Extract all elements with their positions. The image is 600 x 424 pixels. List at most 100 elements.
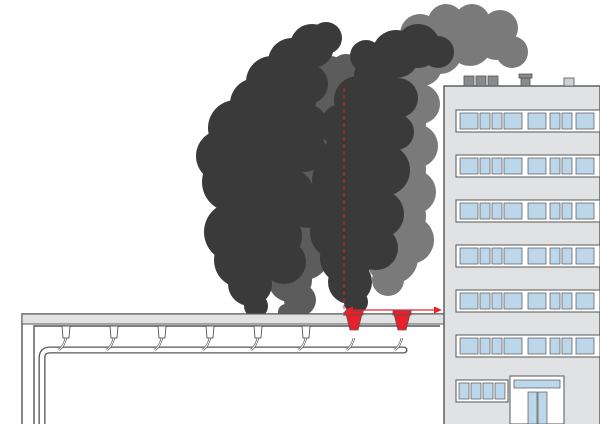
- smoke-grey-puff-15: [454, 4, 490, 40]
- window-pane: [482, 382, 494, 400]
- office-windows: [455, 109, 600, 403]
- vent-8-pipe-inner: [394, 337, 403, 351]
- smoke-black-puff-23: [288, 64, 328, 104]
- window-row-7: [455, 379, 509, 403]
- smoke-black-puff-14: [262, 240, 306, 284]
- roof-vent-5: [250, 325, 263, 351]
- window-row-5: [455, 289, 600, 313]
- hall-inner-wall: [33, 325, 440, 424]
- roof-vent-4: [202, 325, 215, 351]
- distance-arrow-left-icon: [345, 306, 353, 314]
- entrance-transom: [513, 379, 561, 389]
- smoke-black-puff-43: [378, 78, 418, 118]
- window-pane: [491, 112, 503, 130]
- window-pane: [479, 157, 491, 175]
- entrance-door: [509, 375, 565, 424]
- smoke-black-puff-46: [352, 206, 392, 246]
- roof-box: [563, 77, 575, 87]
- roof-hvac-unit-2: [475, 75, 487, 87]
- window-pane: [549, 292, 561, 310]
- window-pane: [458, 382, 470, 400]
- window-pane: [459, 337, 479, 355]
- window-pane: [459, 247, 479, 265]
- entrance-door-right: [537, 391, 548, 424]
- window-pane: [503, 157, 523, 175]
- window-pane: [561, 337, 573, 355]
- window-pane: [527, 157, 547, 175]
- roof-vent-8: [392, 310, 412, 351]
- vent-5-pipe-inner: [250, 337, 259, 351]
- vent-2-funnel: [109, 325, 119, 339]
- roof-vent-cap: [520, 77, 531, 87]
- extraction-duct-inner: [39, 347, 407, 424]
- roof-hvac-unit-3: [487, 75, 499, 87]
- vent-8-nozzle: [393, 313, 411, 331]
- roof-vent-cap-top: [518, 73, 533, 79]
- window-pane: [575, 292, 595, 310]
- window-pane: [459, 112, 479, 130]
- office-building: [443, 73, 600, 424]
- vent-8-cap: [392, 310, 412, 316]
- window-pane: [575, 157, 595, 175]
- vent-2-pipe-inner: [106, 337, 115, 351]
- window-pane: [575, 202, 595, 220]
- smoke-black-puff-45: [350, 40, 382, 72]
- window-pane: [549, 247, 561, 265]
- smoke-black-puff-40: [358, 144, 410, 196]
- roof-vent-2: [106, 325, 119, 351]
- window-pane: [479, 247, 491, 265]
- roof-vent-6: [298, 325, 311, 351]
- roof-vent-1: [58, 325, 71, 351]
- smoke-plume-black: [196, 22, 454, 318]
- smoke-black-puff-25: [284, 104, 328, 148]
- vent-6-pipe-inner: [298, 337, 307, 351]
- window-pane: [575, 337, 595, 355]
- vent-7-pipe-inner: [346, 337, 355, 351]
- distance-arrow-right-icon: [434, 306, 442, 314]
- vent-1-pipe-inner: [58, 337, 67, 351]
- hall-roof-slab: [21, 313, 447, 325]
- window-pane: [549, 112, 561, 130]
- smoke-black-puff-44: [378, 114, 414, 150]
- smoke-grey-puff-25: [372, 264, 404, 296]
- window-pane: [549, 157, 561, 175]
- vent-5-funnel: [253, 325, 263, 339]
- window-row-6: [455, 334, 600, 358]
- window-pane: [527, 112, 547, 130]
- vent-3-funnel: [157, 325, 167, 339]
- window-pane: [549, 202, 561, 220]
- window-pane: [503, 112, 523, 130]
- roof-vents: [58, 310, 412, 351]
- window-pane: [494, 382, 506, 400]
- roof-vent-7: [344, 310, 364, 351]
- window-pane: [503, 247, 523, 265]
- vent-7-nozzle: [345, 313, 363, 331]
- window-pane: [549, 337, 561, 355]
- window-pane: [491, 157, 503, 175]
- vent-1-funnel: [61, 325, 71, 339]
- distance-indicator: [343, 88, 442, 318]
- smoke-black-puff-12: [310, 22, 342, 54]
- roof-hvac-unit-1: [463, 75, 475, 87]
- roof-units: [463, 73, 575, 87]
- window-row-1: [455, 109, 600, 133]
- low-hall-building: [21, 310, 447, 424]
- smoke-black-puff-22: [220, 114, 272, 166]
- window-pane: [491, 202, 503, 220]
- window-pane: [527, 337, 547, 355]
- vent-7-cap: [344, 310, 364, 316]
- entrance-door-left: [527, 391, 538, 424]
- window-pane: [479, 292, 491, 310]
- window-pane: [575, 112, 595, 130]
- window-pane: [561, 202, 573, 220]
- window-pane: [479, 202, 491, 220]
- window-pane: [491, 247, 503, 265]
- window-pane: [491, 337, 503, 355]
- window-pane: [503, 337, 523, 355]
- vent-6-funnel: [301, 325, 311, 339]
- window-row-3: [455, 199, 600, 223]
- vent-4-pipe-inner: [202, 337, 211, 351]
- window-pane: [561, 112, 573, 130]
- window-pane: [459, 157, 479, 175]
- window-row-2: [455, 154, 600, 178]
